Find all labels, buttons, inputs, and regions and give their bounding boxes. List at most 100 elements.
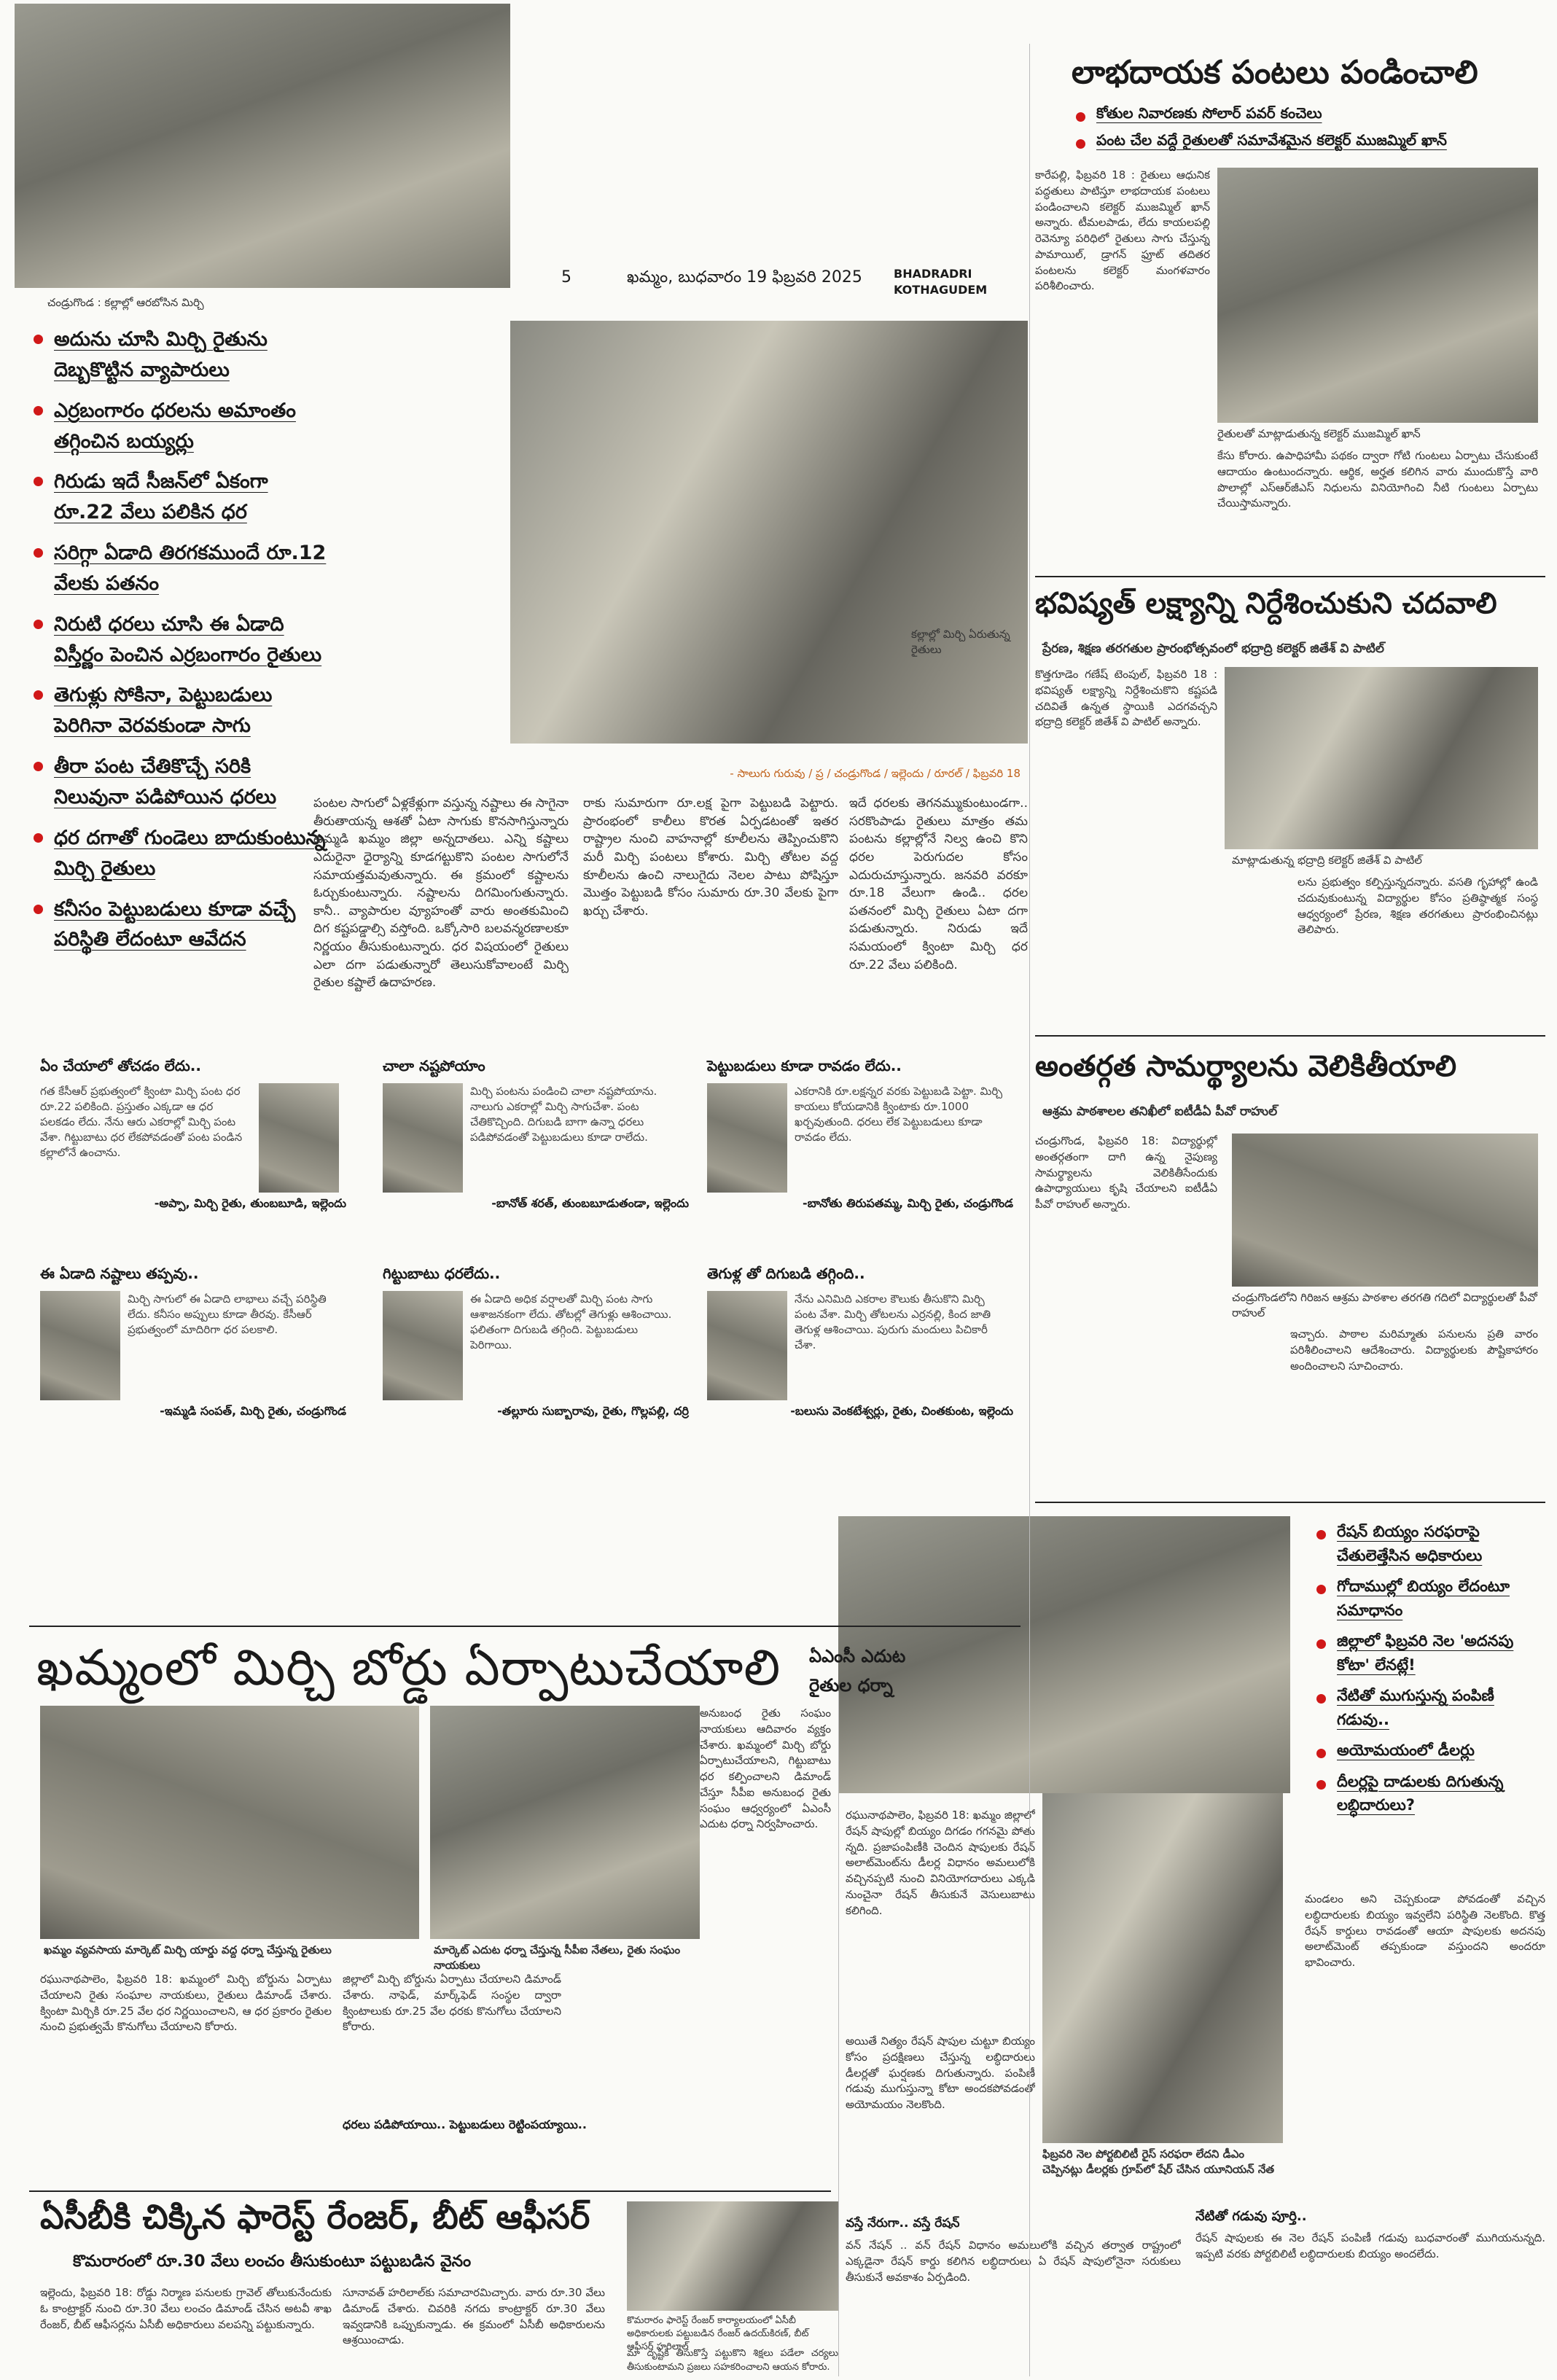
mirchi-board-subtitle: ధరలు పడిపోయాయి.. పెట్టుబడులు రెట్టింపయ్య… bbox=[343, 2118, 587, 2131]
quote-title: ఏం చేయాలో తోచడం లేదు.. bbox=[40, 1057, 201, 1074]
future-goal-subhead: ప్రేరణ, శిక్షణ తరగతుల ప్రారంభోత్సవంలో భద… bbox=[1042, 641, 1384, 656]
bullet-item: గోదాముల్లో బియ్యం లేదంటూ సమాధానం bbox=[1312, 1575, 1545, 1622]
masthead: 5 ఖమ్మం, బుధవారం 19 ఫిబ్రవరి 2025 BHADRA… bbox=[539, 267, 1064, 312]
ration-col-body2: అయితే నిత్యం రేషన్ షాపుల చుట్టూ బియ్యం క… bbox=[846, 2034, 1035, 2111]
collector-jitesh-photo bbox=[1225, 667, 1538, 849]
quote-text: మిర్చి పంటను పండించి చాలా నష్టపోయాను. నా… bbox=[470, 1085, 657, 1144]
farmer-photo bbox=[707, 1083, 787, 1193]
acb-body: ఇల్లెందు, ఫిబ్రవరి 18: రోడ్డు నిర్మాణ పన… bbox=[40, 2286, 332, 2331]
ration-col-body: రఘునాథపాలెం, ఫిబ్రవరి 18: ఖమ్మం జిల్లాలో… bbox=[846, 1809, 1035, 1917]
inner-skills-subhead: ఆశ్రమ పాఠశాలల తనిఖీలో ఐటీడీఏ పీవో రాహుల్ bbox=[1042, 1104, 1278, 1119]
collector-jitesh-caption: మాట్లాడుతున్న భద్రాద్రి కలెక్టర్ జితేశ్ … bbox=[1232, 854, 1422, 867]
quote-text: నేను ఎనిమిది ఎకరాల కౌలుకు తీసుకొని మిర్చ… bbox=[795, 1292, 991, 1351]
acb-photo bbox=[627, 2201, 838, 2311]
ration-col-body3: వన్ నేషన్ .. వన్ రేషన్ విధానం అమలులోకి వ… bbox=[846, 2239, 1181, 2284]
mirchi-board-side-head2: రైతుల ధర్నా bbox=[809, 1675, 893, 1696]
mirchi-board-body2: జిల్లాలో మిర్చి బోర్డును ఏర్పాటు చేయాలని… bbox=[343, 1973, 561, 2034]
mirchi-board-headline: ఖమ్మంలో మిర్చి బోర్డు ఏర్పాటుచేయాలి bbox=[36, 1639, 781, 1697]
edition-line1: BHADRADRI bbox=[894, 267, 972, 281]
acb-headline: ఏసీబీకి చిక్కిన ఫారెస్ట్ రేంజర్, బీట్ ఆఫ… bbox=[40, 2197, 590, 2236]
page-number: 5 bbox=[561, 268, 571, 286]
quote-title: తెగుళ్ల తో దిగుబడి తగ్గింది.. bbox=[707, 1265, 865, 1282]
acb-body2: సూనావత్ హరిలాల్‌కు సమాచారమిచ్చారు. వారు … bbox=[343, 2286, 605, 2347]
highlight-item: తెగుళ్లు సోకినా, పెట్టుబడులు పెరిగినా వె… bbox=[29, 680, 328, 741]
ration-body: మండలం అని చెప్పకుండా పోవడంతో వచ్చిన లబ్ధ… bbox=[1305, 1892, 1545, 1969]
bullet-item: పంట చేల వద్దే రైతులతో సమావేశమైన కలెక్టర్… bbox=[1072, 129, 1538, 152]
farmer-photo bbox=[707, 1291, 787, 1400]
edition-line2: KOTHAGUDEM bbox=[894, 283, 988, 297]
whatsapp-screenshot bbox=[1042, 1793, 1283, 2143]
quote-box: ఈ ఏడాది నష్టాలు తప్పవు.. మిర్చి సాగులో ఈ… bbox=[40, 1265, 346, 1421]
acb-caption: కొమరారం ఫారెస్ట్ రేంజర్ కార్యాలయంలో ఏసీబ… bbox=[627, 2315, 809, 2353]
dateline: ఖమ్మం, బుధవారం 19 ఫిబ్రవరి 2025 bbox=[627, 268, 862, 286]
profitable-crops-headline: లాభదాయక పంటలు పండించాలి bbox=[1072, 54, 1478, 91]
divider bbox=[838, 1691, 839, 2376]
highlight-item: సరిగ్గా ఏడాది తిరగకముందే రూ.12 వేలకు పతన… bbox=[29, 538, 328, 599]
future-goal-headline: భవిష్యత్ లక్ష్యాన్ని నిర్దేశించుకుని చదవ… bbox=[1035, 587, 1497, 620]
highlight-item: ఎర్రబంగారం ధరలను అమాంతం తగ్గించిన బయ్యర్… bbox=[29, 396, 328, 457]
quote-box: గిట్టుబాటు ధరలేదు.. ఈ ఏడాది అధిక వర్షాలత… bbox=[383, 1265, 689, 1421]
farmer-photo bbox=[383, 1083, 463, 1193]
mirchi-board-body: రఘునాథపాలెం, ఫిబ్రవరి 18: ఖమ్మంలో మిర్చి… bbox=[40, 1973, 332, 2034]
bullet-item: జిల్లాలో ఫిబ్రవరి నెల 'అదనపు కోటా' లేనట్… bbox=[1312, 1629, 1545, 1677]
future-goal-body2: లను ప్రభుత్వం కల్పిస్తున్నదన్నారు. వసతి … bbox=[1298, 875, 1538, 937]
pow-rahul-caption: చండ్రుగొండలోని గిరిజన ఆశ్రమ పాఠశాల తరగతి… bbox=[1232, 1291, 1537, 1319]
collector-photo-caption: రైతులతో మాట్లాడుతున్న కలెక్టర్ ముజమ్మిల్… bbox=[1217, 427, 1421, 440]
mirchi-body-col1: పంటల సాగులో ఏళ్లకేళ్లుగా వస్తున్న నష్టాల… bbox=[313, 796, 569, 991]
highlight-item: గిరుడు ఇదే సీజన్‌లో ఏకంగా రూ.22 వేలు పలి… bbox=[29, 467, 328, 528]
quote-text: ఈ ఏడాది అధిక వర్షాలతో మిర్చి పంట సాగు ఆశ… bbox=[470, 1292, 672, 1351]
photo-credit: - సాలుగు గురువు / ప్ర / చండ్రుగొండ / ఇల్… bbox=[730, 767, 1021, 780]
quote-text: మిర్చి సాగులో ఈ ఏడాది లాభాలు వచ్చే పరిస్… bbox=[128, 1292, 327, 1336]
farmer-photo bbox=[383, 1291, 463, 1400]
divider bbox=[1035, 1502, 1545, 1503]
inner-skills-headline: అంతర్గత సామర్థ్యాలను వెలికితీయాలి bbox=[1035, 1050, 1457, 1083]
collector-photo bbox=[1217, 168, 1538, 423]
quote-title: పెట్టుబడులు కూడా రావడం లేదు.. bbox=[707, 1057, 902, 1074]
quote-text: ఎకరానికి రూ.లక్షన్నర వరకు పెట్టుబడి పెట్… bbox=[795, 1085, 1003, 1144]
quote-text: గత కేసీఆర్ ప్రభుత్వంలో క్వింటా మిర్చి పం… bbox=[40, 1085, 243, 1159]
bullet-item: నేటితో ముగుస్తున్న పంపిణీ గడువు.. bbox=[1312, 1684, 1545, 1731]
farmer-photo bbox=[40, 1291, 120, 1400]
mirchi-board-side-head1: ఏఎంసీ ఎదుట bbox=[809, 1646, 906, 1666]
quote-box: ఏం చేయాలో తోచడం లేదు.. గత కేసీఆర్ ప్రభుత… bbox=[40, 1057, 346, 1213]
photo-caption: చండ్రుగొండ : కల్లాల్లో ఆరబోసిన మిర్చి bbox=[47, 296, 204, 309]
bullet-item: దీలర్లపై దాడులకు దిగుతున్న లబ్ధిదారులు? bbox=[1312, 1770, 1545, 1817]
profitable-crops-body2: కేసు కోరారు. ఉపాధిహామీ పథకం ద్వారా గోటి … bbox=[1217, 449, 1538, 510]
bullet-item: రేషన్ బియ్యం సరఫరాపై చేతులెత్తేసిన అధికా… bbox=[1312, 1520, 1545, 1567]
quote-credit: -బానోతు తిరుపతమ్మ, మిర్చి రైతు, చండ్రుగొ… bbox=[803, 1196, 1013, 1210]
ration-body2: రేషన్ షాపులకు ఈ నెల రేషన్ పంపిణీ గడువు బ… bbox=[1195, 2231, 1545, 2260]
inner-skills-body: చండ్రుగొండ, ఫిబ్రవరి 18: విద్యార్థుల్లో … bbox=[1035, 1134, 1217, 1211]
acb-body3: మా దృష్టికి తీసుకొస్తే పట్టుకొని శిక్షలు… bbox=[627, 2348, 838, 2373]
highlight-item: తీరా పంట చేతికొచ్చే సరికి నిలువునా పడిపో… bbox=[29, 752, 328, 813]
divider bbox=[29, 2190, 831, 2192]
farmer-photo bbox=[259, 1083, 339, 1193]
mirchi-board-body3: అనుబంధ రైతు సంఘం నాయకులు ఆదివారం వ్యక్తం… bbox=[700, 1706, 831, 1831]
quote-title: చాలా నష్టపోయాం bbox=[383, 1057, 485, 1074]
mirchi-photo-top bbox=[15, 4, 510, 288]
divider bbox=[1035, 576, 1545, 577]
bullet-item: అయోమయంలో డీలర్లు bbox=[1312, 1739, 1545, 1763]
divider bbox=[29, 1626, 1021, 1627]
quote-box: పెట్టుబడులు కూడా రావడం లేదు.. ఎకరానికి ర… bbox=[707, 1057, 1013, 1213]
quote-box: తెగుళ్ల తో దిగుబడి తగ్గింది.. నేను ఎనిమి… bbox=[707, 1265, 1013, 1421]
acb-subhead: కొమరారంలో రూ.30 వేలు లంచం తీసుకుంటూ పట్ట… bbox=[73, 2252, 472, 2271]
quote-credit: -బలుసు వెంకటేశ్వర్లు, రైతు, చింతకుంట, ఇల… bbox=[790, 1404, 1013, 1418]
quote-credit: -ఇమ్మడి సంపత్, మిర్చి రైతు, చండ్రుగొండ bbox=[160, 1404, 346, 1418]
ration-shop-photo bbox=[838, 1516, 1290, 1793]
quote-credit: -అప్పా, మిర్చి రైతు, తుంబబూడి, ఇల్లెందు bbox=[154, 1196, 346, 1210]
ration-subtitle: నేటితో గడువు పూర్తి.. bbox=[1195, 2209, 1307, 2224]
photo2-caption: కల్లాల్లో మిర్చి ఏరుతున్న రైతులు bbox=[911, 628, 1010, 656]
quote-title: గిట్టుబాటు ధరలేదు.. bbox=[383, 1265, 501, 1282]
quote-credit: -తల్లూరు సుబ్బారావు, రైతు, గొల్లపల్లి, ద… bbox=[497, 1404, 689, 1418]
quote-title: ఈ ఏడాది నష్టాలు తప్పవు.. bbox=[40, 1265, 199, 1282]
dharna-photo-2 bbox=[430, 1706, 700, 1939]
dharna-caption-1: ఖమ్మం వ్యవసాయ మార్కెట్ మిర్చి యార్డు వద్… bbox=[44, 1943, 332, 1956]
highlight-item: కనీసం పెట్టుబడులు కూడా వచ్చే పరిస్థితి ల… bbox=[29, 894, 328, 956]
quote-credit: -బానోత్ శరత్, తుంబబూడుతండా, ఇల్లెందు bbox=[491, 1196, 689, 1210]
profitable-crops-bullets: కోతుల నివారణకు సోలార్ పవర్ కంచెలు పంట చే… bbox=[1072, 102, 1538, 162]
mirchi-photo-right bbox=[510, 321, 1028, 744]
divider bbox=[1035, 1035, 1545, 1037]
profitable-crops-body: కారేపల్లి, ఫిబ్రవరి 18 : రైతులు ఆధునిక ప… bbox=[1035, 168, 1210, 293]
ration-col-subtitle: వస్తే నేరుగా.. వస్తే రేషన్ bbox=[846, 2216, 960, 2231]
highlight-item: ధర దగాతో గుండెలు బాదుకుంటున్న మిర్చి రైత… bbox=[29, 823, 328, 884]
